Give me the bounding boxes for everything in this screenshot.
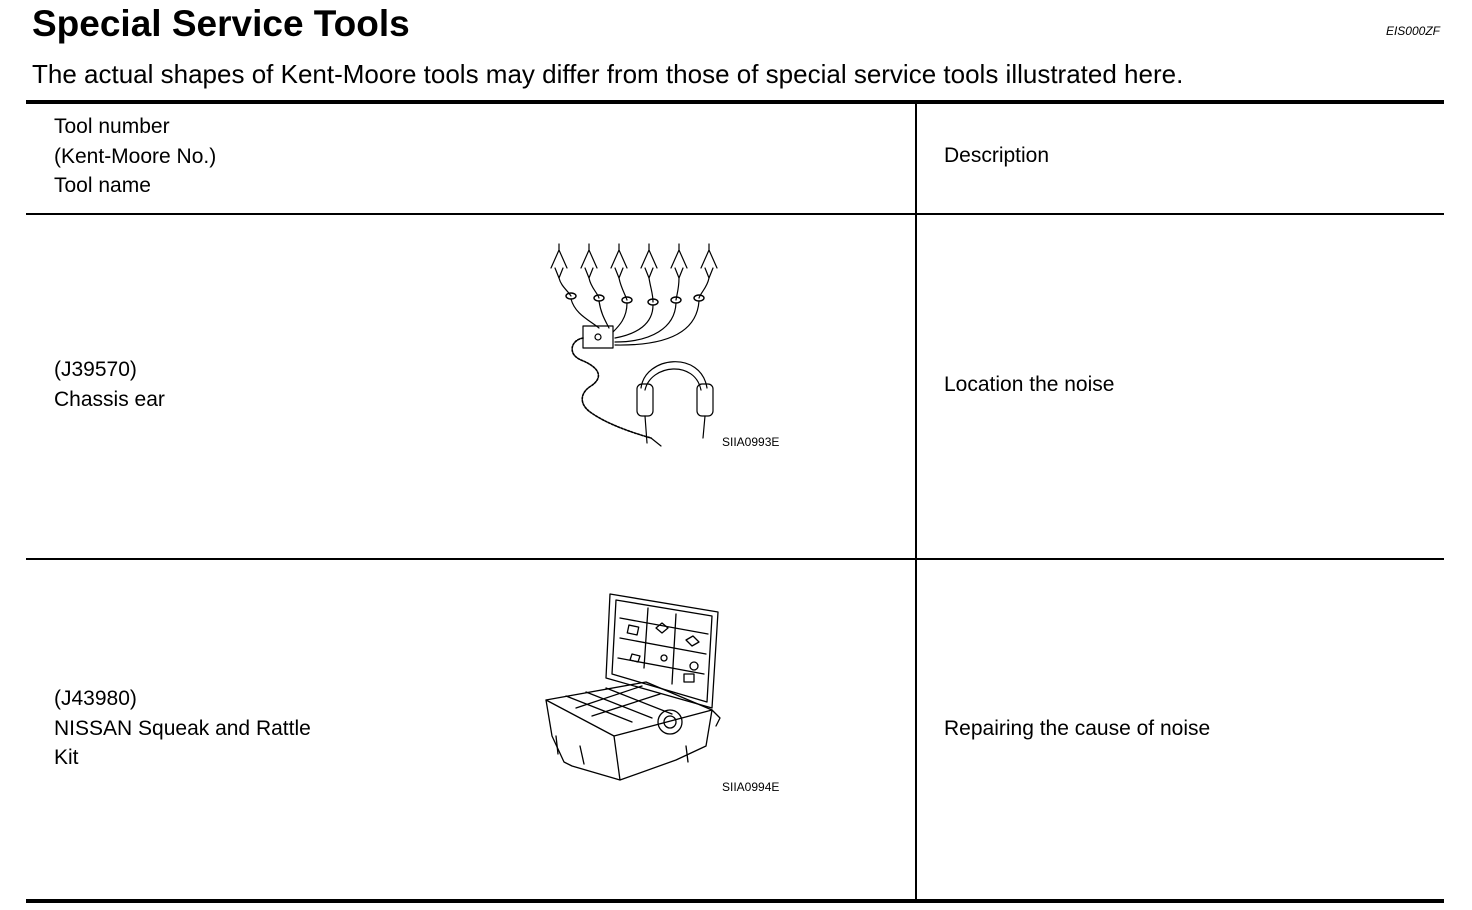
- row-2-tool-name-line-2: Kit: [54, 746, 79, 769]
- row-2-tool: (J43980) NISSAN Squeak and Rattle Kit: [54, 684, 311, 773]
- row-2-tool-number: (J43980): [54, 687, 137, 710]
- row-1-tool-number: (J39570): [54, 358, 137, 381]
- column-divider: [915, 104, 917, 899]
- row-1-figure-code: SIIA0993E: [722, 435, 780, 449]
- kit-case-illustration-icon: [545, 593, 721, 781]
- row-1-tool: (J39570) Chassis ear: [54, 355, 165, 414]
- header-tool-name: Tool name: [54, 174, 151, 197]
- row-1-description: Location the noise: [944, 373, 1115, 396]
- page-subtitle: The actual shapes of Kent-Moore tools ma…: [32, 59, 1184, 89]
- tools-table: Tool number (Kent-Moore No.) Tool name D…: [26, 100, 1444, 903]
- header-divider: [26, 213, 1444, 215]
- page-title: Special Service Tools: [32, 3, 410, 44]
- row-2-description: Repairing the cause of noise: [944, 717, 1211, 740]
- row-1-tool-name: Chassis ear: [54, 387, 165, 411]
- header-tool-column: Tool number (Kent-Moore No.) Tool name: [54, 112, 216, 201]
- header-tool-number: Tool number: [54, 115, 170, 138]
- chassis-ear-illustration-icon: [550, 243, 718, 447]
- header-kent-moore-no: (Kent-Moore No.): [54, 144, 217, 168]
- clip-icon: [550, 243, 718, 279]
- row-2-figure-code: SIIA0994E: [722, 780, 780, 794]
- row-2-tool-name-line-1: NISSAN Squeak and Rattle: [54, 716, 311, 740]
- header-description: Description: [944, 144, 1050, 167]
- row-divider: [26, 558, 1444, 560]
- section-code: EIS000ZF: [1385, 24, 1440, 38]
